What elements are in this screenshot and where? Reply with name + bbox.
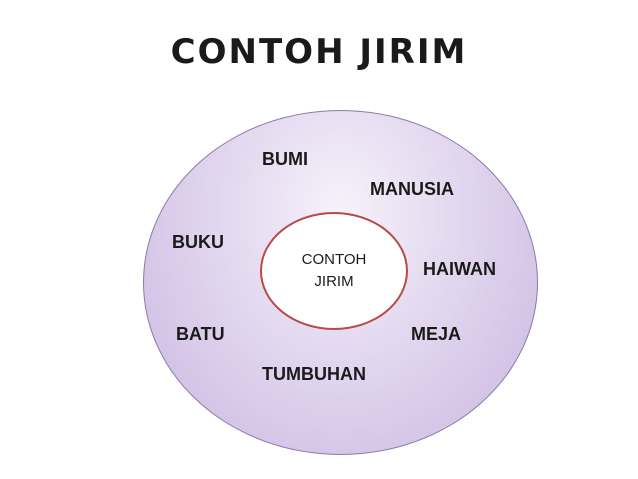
inner-circle: CONTOH JIRIM — [260, 212, 408, 330]
example-manusia: MANUSIA — [370, 179, 454, 199]
example-haiwan: HAIWAN — [423, 259, 496, 279]
page-title: CONTOH JIRIM — [170, 32, 468, 72]
example-meja: MEJA — [411, 324, 462, 344]
center-label-line-1: CONTOH — [301, 251, 367, 268]
center-label: CONTOH JIRIM — [302, 249, 367, 293]
example-buku: BUKU — [172, 232, 224, 252]
example-bumi: BUMI — [262, 149, 308, 169]
example-tumbuhan: TUMBUHAN — [262, 364, 366, 384]
center-label-line-2: JIRIM — [314, 273, 354, 290]
example-batu: BATU — [176, 324, 225, 344]
